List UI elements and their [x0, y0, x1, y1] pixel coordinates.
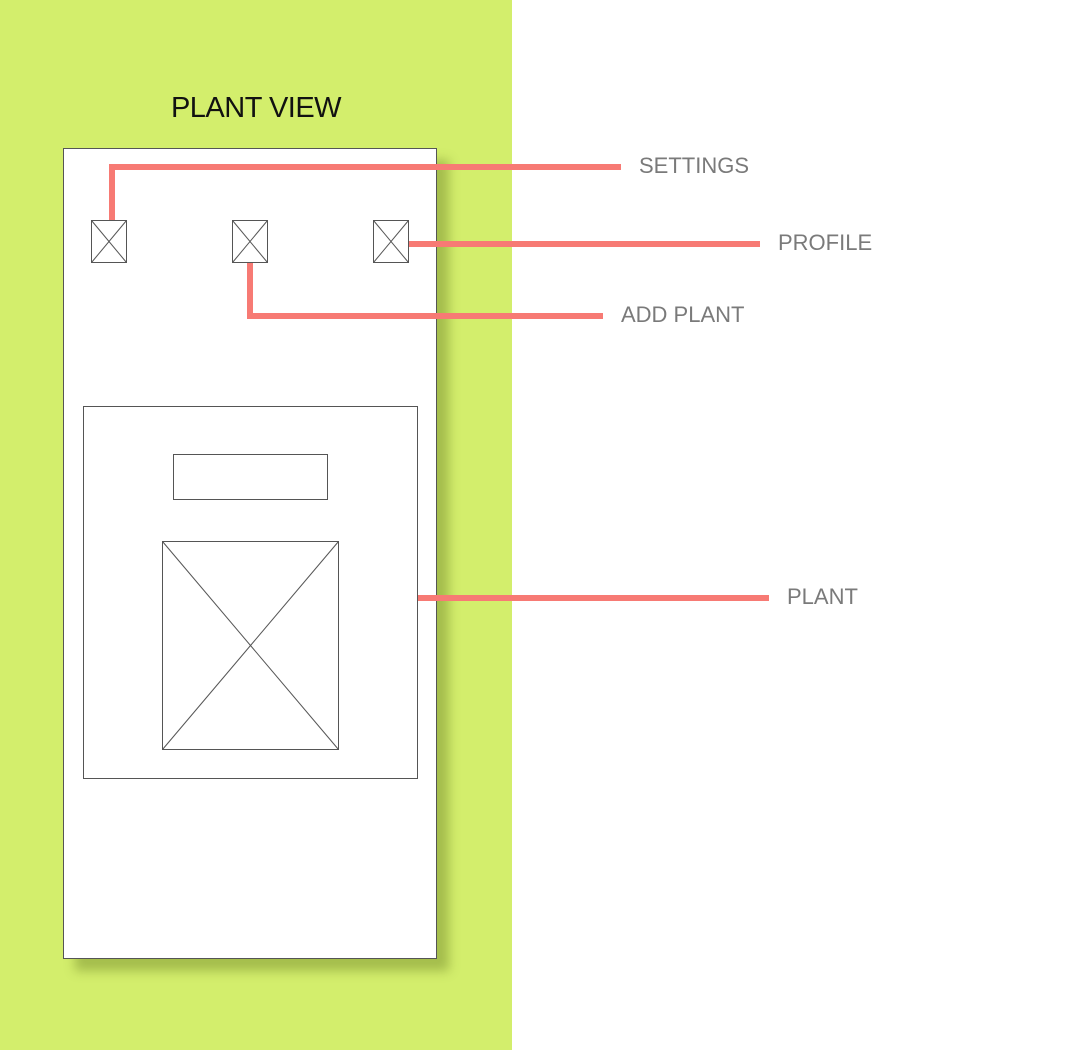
- settings-icon[interactable]: [91, 220, 127, 263]
- profile-icon-graphic: [373, 220, 409, 263]
- plant-label: PLANT: [787, 584, 858, 609]
- settings-icon-graphic: [91, 220, 127, 263]
- add-plant-icon[interactable]: [232, 220, 268, 263]
- plant-image: [162, 541, 339, 750]
- profile-label: PROFILE: [778, 230, 873, 255]
- add-plant-label: ADD PLANT: [621, 302, 745, 327]
- add-plant-icon-graphic: [232, 220, 268, 263]
- settings-label: SETTINGS: [639, 153, 750, 178]
- page-title: PLANT VIEW: [170, 92, 342, 124]
- profile-icon[interactable]: [373, 220, 409, 263]
- plant-image-placeholder-icon: [162, 541, 339, 750]
- plant-name-field: [173, 454, 328, 500]
